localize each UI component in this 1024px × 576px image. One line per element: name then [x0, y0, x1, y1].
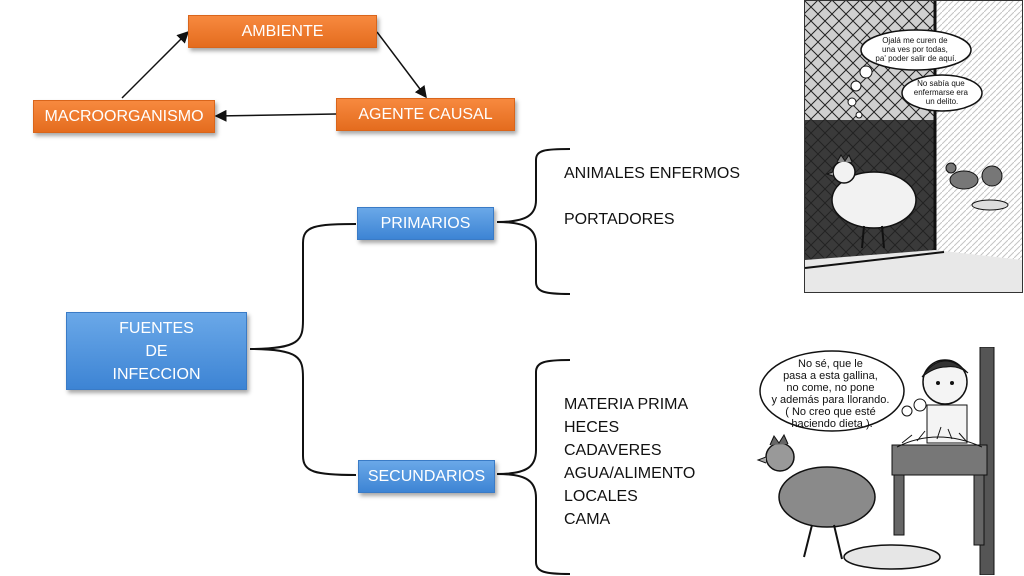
- svg-text:Ojalá me curen de una ves: Ojalá me curen de una ves por todas, pa'…: [875, 36, 956, 63]
- ambiente-label: AMBIENTE: [241, 22, 324, 40]
- comic-top-bubble1-line: pa' poder salir de aquí.: [875, 54, 956, 63]
- svg-text:No sabía que enfermarse er: No sabía que enfermarse era un delito.: [914, 79, 970, 106]
- comic-bottom-bubble-line: y además para llorando.: [771, 394, 889, 406]
- list-item: HECES: [564, 419, 620, 436]
- primarios-brace: [496, 148, 571, 295]
- list-item: CAMA: [564, 511, 611, 528]
- list-item: MATERIA PRIMA: [564, 396, 689, 413]
- comic-top-bubble2-line: enfermarse era: [914, 88, 969, 97]
- ambiente-box: AMBIENTE: [188, 15, 377, 48]
- comic-bottom-bubble-line: pasa a esta gallina,: [783, 370, 878, 382]
- farmer-hen-cartoon: No sé, que le pasa a esta gallina, no co…: [752, 347, 1023, 575]
- comic-bottom-bubble-line: No sé, que le: [798, 358, 863, 370]
- primarios-label: PRIMARIOS: [380, 214, 471, 232]
- list-item: AGUA/ALIMENTO: [564, 465, 696, 482]
- comic-bottom-bubble-line: haciendo dieta ).: [791, 418, 872, 430]
- caged-hen-cartoon: Ojalá me curen de una ves por todas, pa'…: [804, 0, 1023, 293]
- macroorganismo-box: MACROORGANISMO: [33, 100, 215, 133]
- list-item: LOCALES: [564, 488, 638, 505]
- secundarios-brace: [496, 359, 571, 575]
- list-item: ANIMALES ENFERMOS: [564, 165, 741, 182]
- root-line-1: FUENTES: [119, 319, 194, 337]
- secundarios-label: SECUNDARIOS: [367, 467, 486, 485]
- primarios-list: ANIMALES ENFERMOS PORTADORES: [564, 162, 740, 231]
- svg-text:No sé, que le pasa a esta: No sé, que le pasa a esta gallina, no co…: [771, 358, 892, 430]
- comic-top-bubble2-line: No sabía que: [917, 79, 965, 88]
- agente-causal-box: AGENTE CAUSAL: [336, 98, 515, 131]
- root-line-3: INFECCION: [112, 365, 201, 383]
- arrow-agente-to-macro: [214, 109, 337, 122]
- comic-top-bubble1-line: una ves por todas,: [882, 45, 948, 54]
- comic-top-bubble1-line: Ojalá me curen de: [882, 36, 948, 45]
- fuentes-de-infeccion-box: FUENTES DE INFECCION: [66, 312, 247, 390]
- comic-top-bubble2-line: un delito.: [926, 97, 958, 106]
- primarios-box: PRIMARIOS: [357, 207, 494, 240]
- root-brace: [249, 223, 357, 476]
- secundarios-box: SECUNDARIOS: [358, 460, 495, 493]
- arrow-macro-to-ambiente: [121, 30, 190, 99]
- comic-bottom-bubble-line: no come, no pone: [786, 382, 874, 394]
- root-line-2: DE: [145, 342, 168, 360]
- secundarios-list: MATERIA PRIMA HECES CADAVERES AGUA/ALIME…: [564, 393, 695, 531]
- comic-bottom-bubble-line: ( No creo que esté: [785, 406, 876, 418]
- list-item: PORTADORES: [564, 211, 675, 228]
- agente-causal-label: AGENTE CAUSAL: [358, 105, 493, 123]
- macroorganismo-label: MACROORGANISMO: [44, 107, 204, 125]
- list-item: CADAVERES: [564, 442, 662, 459]
- arrow-ambiente-to-agente: [376, 31, 427, 99]
- list-spacer: [564, 185, 740, 208]
